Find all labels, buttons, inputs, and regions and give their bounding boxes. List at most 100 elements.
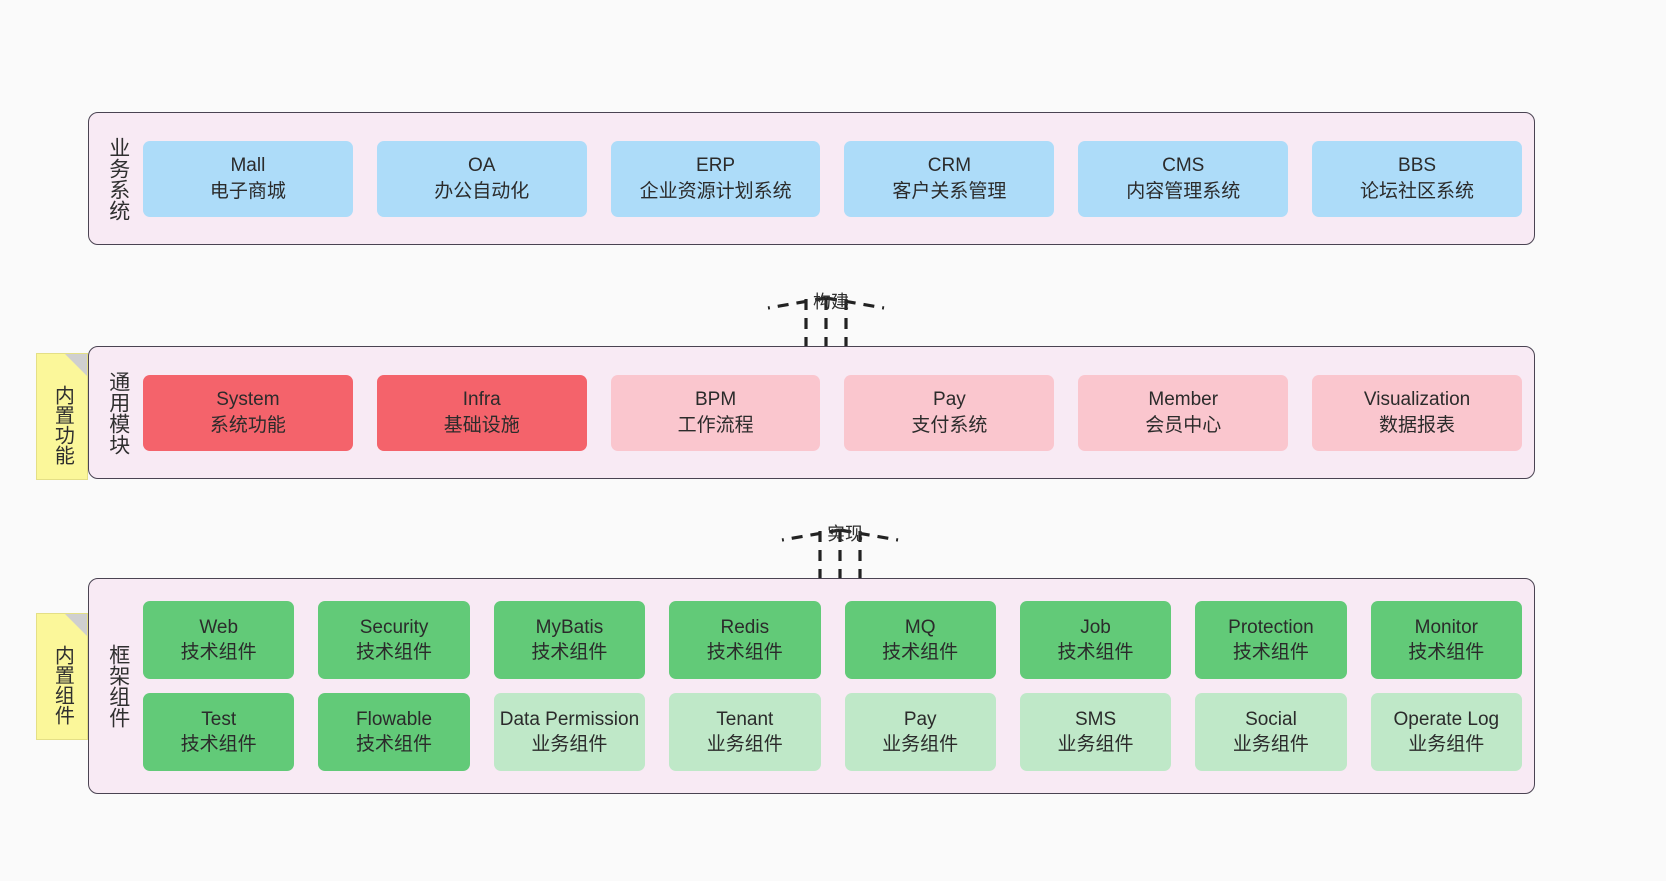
card-subtitle: 会员中心	[1145, 414, 1222, 436]
note-builtin-components: 内置组件	[36, 613, 88, 740]
card-web[interactable]: Web 技术组件	[143, 601, 295, 679]
card-protection[interactable]: Protection 技术组件	[1195, 601, 1347, 679]
card-row: Web 技术组件 Security 技术组件 MyBatis 技术组件 Redi…	[143, 601, 1522, 679]
card-member[interactable]: Member 会员中心	[1078, 374, 1289, 451]
card-title: OA	[468, 155, 496, 177]
card-subtitle: 技术组件	[706, 642, 783, 663]
layer-title-business-systems: 业务系统	[106, 136, 130, 221]
card-subtitle: 技术组件	[180, 642, 257, 663]
card-title: MyBatis	[535, 616, 604, 638]
layer-framework-components: 框架组件 Web 技术组件 Security 技术组件 MyBatis 技术组件…	[88, 578, 1535, 794]
card-title: Web	[199, 616, 239, 638]
card-subtitle: 办公自动化	[434, 180, 530, 202]
card-subtitle: 技术组件	[356, 642, 433, 663]
card-subtitle: 技术组件	[882, 642, 959, 663]
card-title: System	[216, 389, 280, 411]
card-subtitle: 业务组件	[1408, 734, 1485, 755]
card-title: Job	[1080, 616, 1111, 638]
card-subtitle: 技术组件	[356, 734, 433, 755]
card-title: Redis	[720, 616, 770, 638]
note-builtin-features: 内置功能	[36, 353, 88, 480]
card-title: Visualization	[1363, 389, 1471, 411]
card-title: Test	[201, 708, 237, 730]
card-subtitle: 技术组件	[1232, 642, 1309, 663]
card-subtitle: 电子商城	[209, 180, 286, 202]
card-tenant[interactable]: Tenant 业务组件	[669, 693, 821, 771]
card-title: MQ	[904, 616, 936, 638]
card-subtitle: 业务组件	[1232, 734, 1309, 755]
card-subtitle: 技术组件	[531, 642, 608, 663]
card-pay-business[interactable]: Pay 业务组件	[844, 693, 996, 771]
connector-implement-label: 实现	[827, 524, 863, 544]
card-row: Test 技术组件 Flowable 技术组件 Data Permission …	[143, 693, 1522, 771]
layer-business-systems: 业务系统 Mall 电子商城 OA 办公自动化 ERP 企业资源计划系统 CRM…	[88, 112, 1535, 245]
card-mq[interactable]: MQ 技术组件	[844, 601, 996, 679]
card-subtitle: 技术组件	[1408, 642, 1485, 663]
card-subtitle: 支付系统	[911, 414, 988, 436]
card-system[interactable]: System 系统功能	[143, 374, 353, 451]
card-subtitle: 业务组件	[1057, 734, 1134, 755]
card-bbs[interactable]: BBS 论坛社区系统	[1312, 140, 1522, 217]
layer-body-common-modules: System 系统功能 Infra 基础设施 BPM 工作流程 Pay 支付系统…	[143, 357, 1522, 468]
card-row: Mall 电子商城 OA 办公自动化 ERP 企业资源计划系统 CRM 客户关系…	[143, 140, 1522, 217]
card-title: BBS	[1398, 155, 1437, 177]
card-subtitle: 数据报表	[1379, 414, 1456, 436]
card-data-permission[interactable]: Data Permission 业务组件	[493, 693, 646, 771]
card-subtitle: 论坛社区系统	[1360, 180, 1475, 202]
card-job[interactable]: Job 技术组件	[1019, 601, 1172, 679]
layer-title-framework-components: 框架组件	[106, 644, 130, 728]
card-subtitle: 企业资源计划系统	[639, 180, 792, 202]
card-title: Protection	[1228, 616, 1314, 638]
note-fold-corner	[65, 614, 87, 636]
card-mybatis[interactable]: MyBatis 技术组件	[493, 601, 646, 679]
card-pay[interactable]: Pay 支付系统	[844, 374, 1055, 451]
card-flowable[interactable]: Flowable 技术组件	[318, 693, 470, 771]
card-title: BPM	[694, 389, 737, 411]
card-title: Pay	[933, 389, 966, 411]
card-sms[interactable]: SMS 业务组件	[1019, 693, 1172, 771]
note-label: 内置组件	[51, 644, 74, 725]
card-cms[interactable]: CMS 内容管理系统	[1078, 140, 1289, 217]
note-fold-corner	[65, 354, 87, 376]
card-subtitle: 基础设施	[443, 414, 520, 436]
card-subtitle: 系统功能	[209, 414, 286, 436]
layer-body-framework-components: Web 技术组件 Security 技术组件 MyBatis 技术组件 Redi…	[143, 589, 1522, 783]
card-title: CMS	[1162, 155, 1205, 177]
card-title: ERP	[696, 155, 736, 177]
card-subtitle: 客户关系管理	[892, 180, 1007, 202]
card-monitor[interactable]: Monitor 技术组件	[1370, 601, 1522, 679]
card-title: Pay	[903, 708, 937, 730]
card-title: Mall	[230, 155, 266, 177]
card-oa[interactable]: OA 办公自动化	[376, 140, 587, 217]
card-title: Security	[359, 616, 429, 638]
card-title: Social	[1245, 708, 1297, 730]
card-row: System 系统功能 Infra 基础设施 BPM 工作流程 Pay 支付系统…	[143, 374, 1522, 451]
card-subtitle: 业务组件	[882, 734, 959, 755]
card-test[interactable]: Test 技术组件	[143, 693, 295, 771]
layer-common-modules: 通用模块 System 系统功能 Infra 基础设施 BPM 工作流程 Pay…	[88, 346, 1535, 479]
card-bpm[interactable]: BPM 工作流程	[610, 374, 821, 451]
card-subtitle: 技术组件	[180, 734, 257, 755]
card-erp[interactable]: ERP 企业资源计划系统	[610, 140, 821, 217]
card-visualization[interactable]: Visualization 数据报表	[1312, 374, 1522, 451]
card-redis[interactable]: Redis 技术组件	[669, 601, 821, 679]
card-subtitle: 业务组件	[531, 734, 608, 755]
layer-body-business-systems: Mall 电子商城 OA 办公自动化 ERP 企业资源计划系统 CRM 客户关系…	[143, 123, 1522, 234]
card-social[interactable]: Social 业务组件	[1195, 693, 1347, 771]
card-title: Monitor	[1414, 616, 1478, 638]
card-subtitle: 内容管理系统	[1126, 180, 1241, 202]
card-title: Data Permission	[499, 708, 640, 730]
layer-title-common-modules: 通用模块	[106, 370, 130, 455]
card-title: CRM	[927, 155, 972, 177]
card-title: Infra	[462, 389, 501, 411]
card-operate-log[interactable]: Operate Log 业务组件	[1370, 693, 1522, 771]
card-crm[interactable]: CRM 客户关系管理	[844, 140, 1055, 217]
connector-build-label: 构建	[813, 292, 849, 312]
card-subtitle: 工作流程	[677, 414, 754, 436]
card-infra[interactable]: Infra 基础设施	[376, 374, 587, 451]
note-label: 内置功能	[51, 384, 74, 465]
card-mall[interactable]: Mall 电子商城	[143, 140, 353, 217]
card-security[interactable]: Security 技术组件	[318, 601, 470, 679]
card-subtitle: 业务组件	[706, 734, 783, 755]
